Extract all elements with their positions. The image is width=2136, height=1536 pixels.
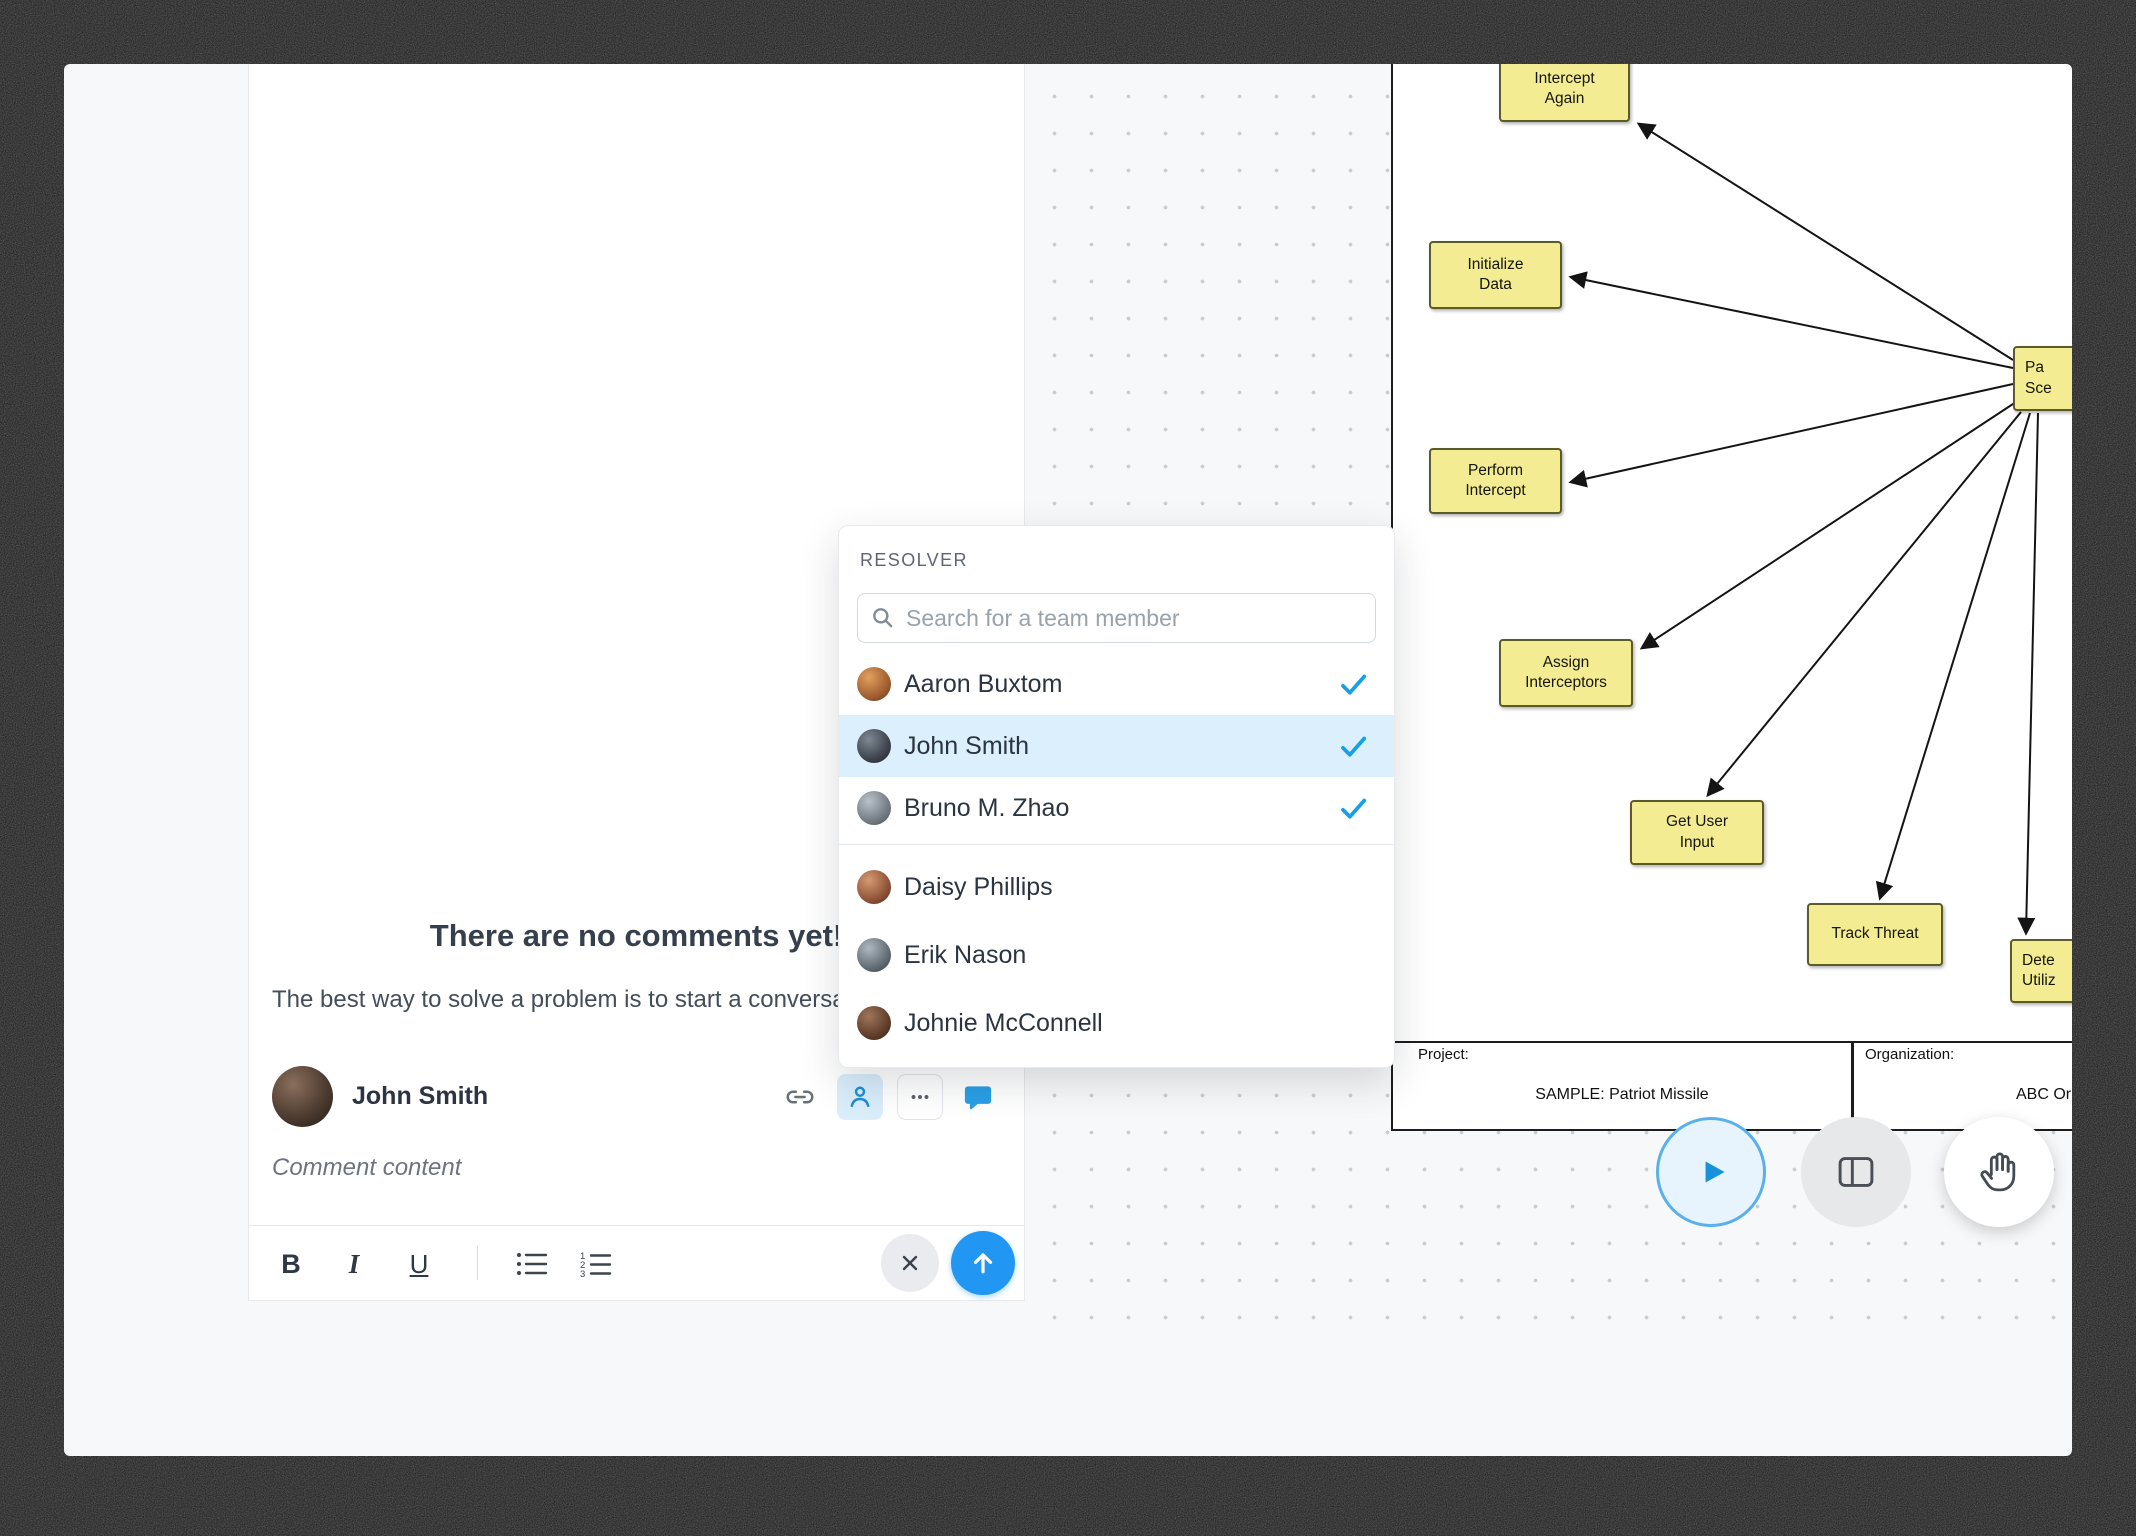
node-initialize-data[interactable]: Initialize Data <box>1429 241 1562 309</box>
avatar <box>857 1006 891 1040</box>
node-intercept-again[interactable]: Intercept Again <box>1499 64 1630 122</box>
member-row[interactable]: John Smith <box>839 715 1394 777</box>
link-button[interactable] <box>777 1074 823 1120</box>
search-icon <box>873 608 893 628</box>
panel-toggle-button[interactable] <box>1801 1117 1911 1227</box>
diagram-arrows <box>1568 122 2039 936</box>
empty-state-subtitle: The best way to solve a problem is to st… <box>272 986 885 1013</box>
node-perform-intercept[interactable]: Perform Intercept <box>1429 448 1562 514</box>
member-name: Aaron Buxtom <box>904 669 1063 698</box>
project-value: SAMPLE: Patriot Missile <box>1535 1086 1709 1103</box>
resolver-title: RESOLVER <box>860 550 968 570</box>
empty-state-title: There are no comments yet! <box>429 918 844 953</box>
underline-button[interactable]: U <box>397 1242 441 1286</box>
organization-value: ABC Or <box>2016 1086 2072 1103</box>
submit-comment-button[interactable] <box>951 1231 1015 1295</box>
member-name: Daisy Phillips <box>904 872 1053 901</box>
numbered-list-button[interactable]: 1 2 3 <box>574 1242 618 1286</box>
comment-author-name: John Smith <box>352 1082 489 1110</box>
project-label: Project: <box>1418 1046 1469 1063</box>
node-track-threat[interactable]: Track Threat <box>1807 903 1943 966</box>
avatar <box>857 791 891 825</box>
link-icon <box>786 1090 814 1104</box>
bullet-list-button[interactable] <box>510 1242 554 1286</box>
italic-button[interactable]: I <box>332 1242 376 1286</box>
avatar <box>857 729 891 763</box>
play-icon <box>1705 1161 1725 1183</box>
node-clipped-right[interactable]: Dete Utiliz <box>2010 939 2072 1003</box>
search-input[interactable] <box>857 593 1376 643</box>
member-row[interactable]: Erik Nason <box>839 924 1394 986</box>
check-icon <box>1341 798 1367 819</box>
member-row[interactable]: Aaron Buxtom <box>839 653 1394 715</box>
member-name: John Smith <box>904 731 1030 760</box>
composer-divider <box>249 1225 1024 1226</box>
check-icon <box>1341 736 1367 757</box>
node-hub-clipped[interactable]: Pa Sce <box>2013 346 2072 411</box>
svg-text:1: 1 <box>580 1251 585 1262</box>
svg-text:2: 2 <box>580 1260 585 1271</box>
assign-resolver-button[interactable] <box>837 1074 883 1120</box>
check-icon <box>1341 674 1367 695</box>
comment-bubble-icon <box>964 1086 992 1110</box>
more-icon <box>911 1095 929 1099</box>
member-name: Erik Nason <box>904 940 1027 969</box>
avatar <box>857 938 891 972</box>
person-icon <box>850 1086 870 1107</box>
member-name: Johnie McConnell <box>904 1008 1103 1037</box>
organization-label: Organization: <box>1865 1046 1955 1063</box>
member-row[interactable]: Johnie McConnell <box>839 992 1394 1054</box>
avatar <box>857 870 891 904</box>
avatar <box>857 667 891 701</box>
bold-button[interactable]: B <box>269 1242 313 1286</box>
panel-icon <box>1838 1157 1874 1187</box>
resolver-popup: RESOLVER Aaron Buxtom John Smith Bruno M… <box>838 525 1395 1068</box>
present-button[interactable] <box>1656 1117 1766 1227</box>
member-row[interactable]: Daisy Phillips <box>839 856 1394 918</box>
numbered-list-icon: 1 2 3 <box>580 1251 612 1278</box>
diagram-sheet[interactable]: Intercept Again Initialize Data Perform … <box>1391 64 2072 1131</box>
member-row[interactable]: Bruno M. Zhao <box>839 777 1394 839</box>
bullet-list-icon <box>517 1252 548 1275</box>
close-icon <box>902 1255 918 1271</box>
footer-divider <box>1851 1041 1854 1129</box>
avatar <box>272 1066 333 1127</box>
arrow-up-icon <box>973 1253 993 1274</box>
hand-icon <box>1980 1152 2016 1192</box>
toolbar-separator <box>477 1246 478 1280</box>
app-window: Intercept Again Initialize Data Perform … <box>64 64 2072 1456</box>
cancel-comment-button[interactable] <box>881 1234 939 1292</box>
node-assign-interceptors[interactable]: Assign Interceptors <box>1499 639 1633 707</box>
pan-tool-button[interactable] <box>1944 1117 2054 1227</box>
more-options-button[interactable] <box>897 1074 943 1120</box>
svg-text:3: 3 <box>580 1269 585 1278</box>
member-name: Bruno M. Zhao <box>904 793 1070 822</box>
footer-border <box>1393 1041 2072 1043</box>
member-list-divider <box>839 844 1394 845</box>
comment-bubble-button[interactable] <box>955 1074 1001 1120</box>
comment-input[interactable]: Comment content <box>272 1154 462 1181</box>
node-get-user-input[interactable]: Get User Input <box>1630 800 1764 865</box>
